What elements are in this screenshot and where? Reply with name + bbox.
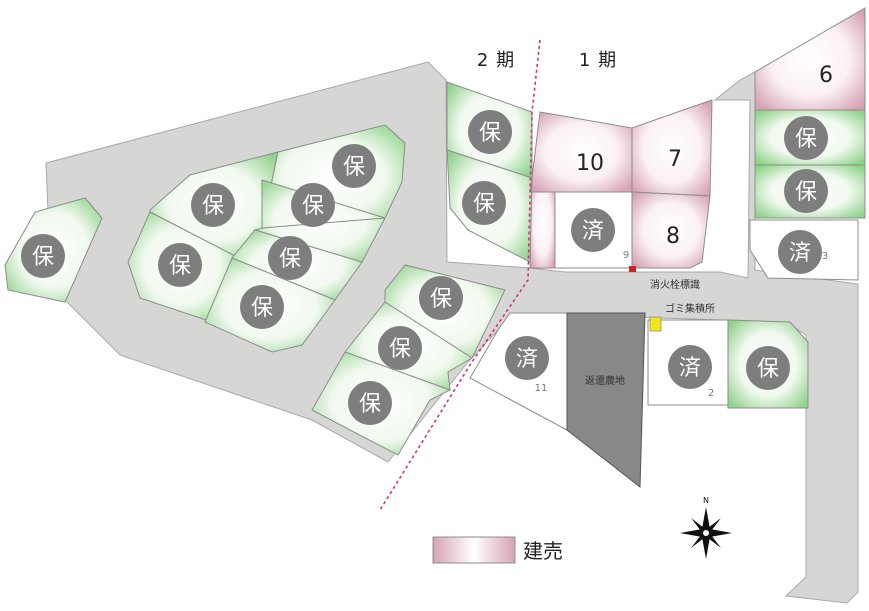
phase-divider (379, 39, 541, 511)
badge-reserved: 保 (251, 296, 273, 321)
lot-sold-3[interactable]: 済 3 (749, 219, 859, 281)
lot-cluster-left-4[interactable]: 保 (253, 179, 386, 263)
hydrant-marker (629, 266, 636, 272)
lot-west-1[interactable]: 保 (4, 197, 103, 303)
lot-sold-2[interactable]: 済 2 (647, 319, 729, 406)
badge-sold: 済 (679, 356, 701, 381)
lot-cluster-left-5[interactable]: 保 (231, 229, 363, 301)
lot-cluster-left-1[interactable]: 保 (149, 151, 279, 257)
lot-sub-number: 9 (623, 250, 629, 261)
lot-number: 7 (668, 147, 682, 172)
lot-top-center-2[interactable]: 保 (446, 149, 533, 263)
legend: 建売 (432, 536, 563, 564)
lot-8[interactable]: 8 (631, 191, 711, 269)
lot-right-lower[interactable]: 保 (727, 319, 809, 409)
badge-reserved: 保 (430, 287, 452, 312)
garbage-marker (649, 316, 662, 332)
badge-reserved: 保 (479, 121, 501, 146)
legend-swatch (432, 536, 516, 564)
badge-sold: 済 (582, 219, 604, 244)
lot-right-2[interactable]: 保 (754, 164, 866, 219)
lot-cluster-left-6[interactable]: 保 (204, 257, 336, 353)
lot-sold-9[interactable]: 済 9 (554, 191, 633, 269)
badge-reserved: 保 (279, 247, 301, 272)
lot-middle-3[interactable]: 保 (311, 351, 452, 456)
badge-reserved: 保 (202, 194, 224, 219)
lot-sub-number: 11 (535, 383, 548, 394)
badge-reserved: 保 (389, 337, 411, 362)
lot-top-center-1[interactable]: 保 (446, 81, 533, 179)
lot-pink-left-strip[interactable] (529, 177, 556, 269)
lot-7[interactable]: 7 (631, 99, 713, 197)
lot-6[interactable]: 6 (754, 7, 866, 111)
farmland-label: 返還農地 (585, 374, 625, 387)
badge-reserved: 保 (359, 392, 381, 417)
phase-2-label: 2 期 (477, 50, 515, 71)
lot-sub-number: 3 (822, 251, 828, 262)
lot-10[interactable]: 10 (529, 111, 633, 193)
lot-sub-number: 2 (708, 388, 714, 399)
badge-reserved: 保 (795, 180, 817, 205)
lot-sold-11[interactable]: 済 11 (469, 312, 568, 431)
legend-label: 建売 (523, 539, 563, 563)
badge-reserved: 保 (473, 192, 495, 217)
phase-1-label: 1 期 (579, 50, 617, 71)
badge-reserved: 保 (302, 194, 324, 219)
badge-sold: 済 (789, 241, 811, 266)
badge-sold: 済 (516, 347, 538, 372)
badge-reserved: 保 (343, 155, 365, 180)
compass-north-label: N (703, 496, 709, 505)
badge-reserved: 保 (757, 357, 779, 382)
badge-reserved: 保 (32, 245, 54, 270)
lot-number: 6 (819, 63, 833, 88)
lot-right-1[interactable]: 保 (754, 109, 866, 166)
lot-middle-1[interactable]: 保 (384, 264, 506, 359)
lot-cluster-left-2[interactable]: 保 (127, 211, 236, 321)
farmland: 返還農地 (566, 312, 646, 489)
garbage-label: ゴミ集積所 (665, 302, 715, 315)
hydrant-label: 消火栓標識 (650, 278, 700, 291)
lot-number: 10 (576, 151, 604, 176)
badge-reserved: 保 (795, 127, 817, 152)
badge-reserved: 保 (169, 254, 191, 279)
lot-middle-2[interactable]: 保 (344, 301, 473, 391)
compass-icon: N (680, 496, 732, 559)
lot-number: 8 (666, 224, 680, 249)
